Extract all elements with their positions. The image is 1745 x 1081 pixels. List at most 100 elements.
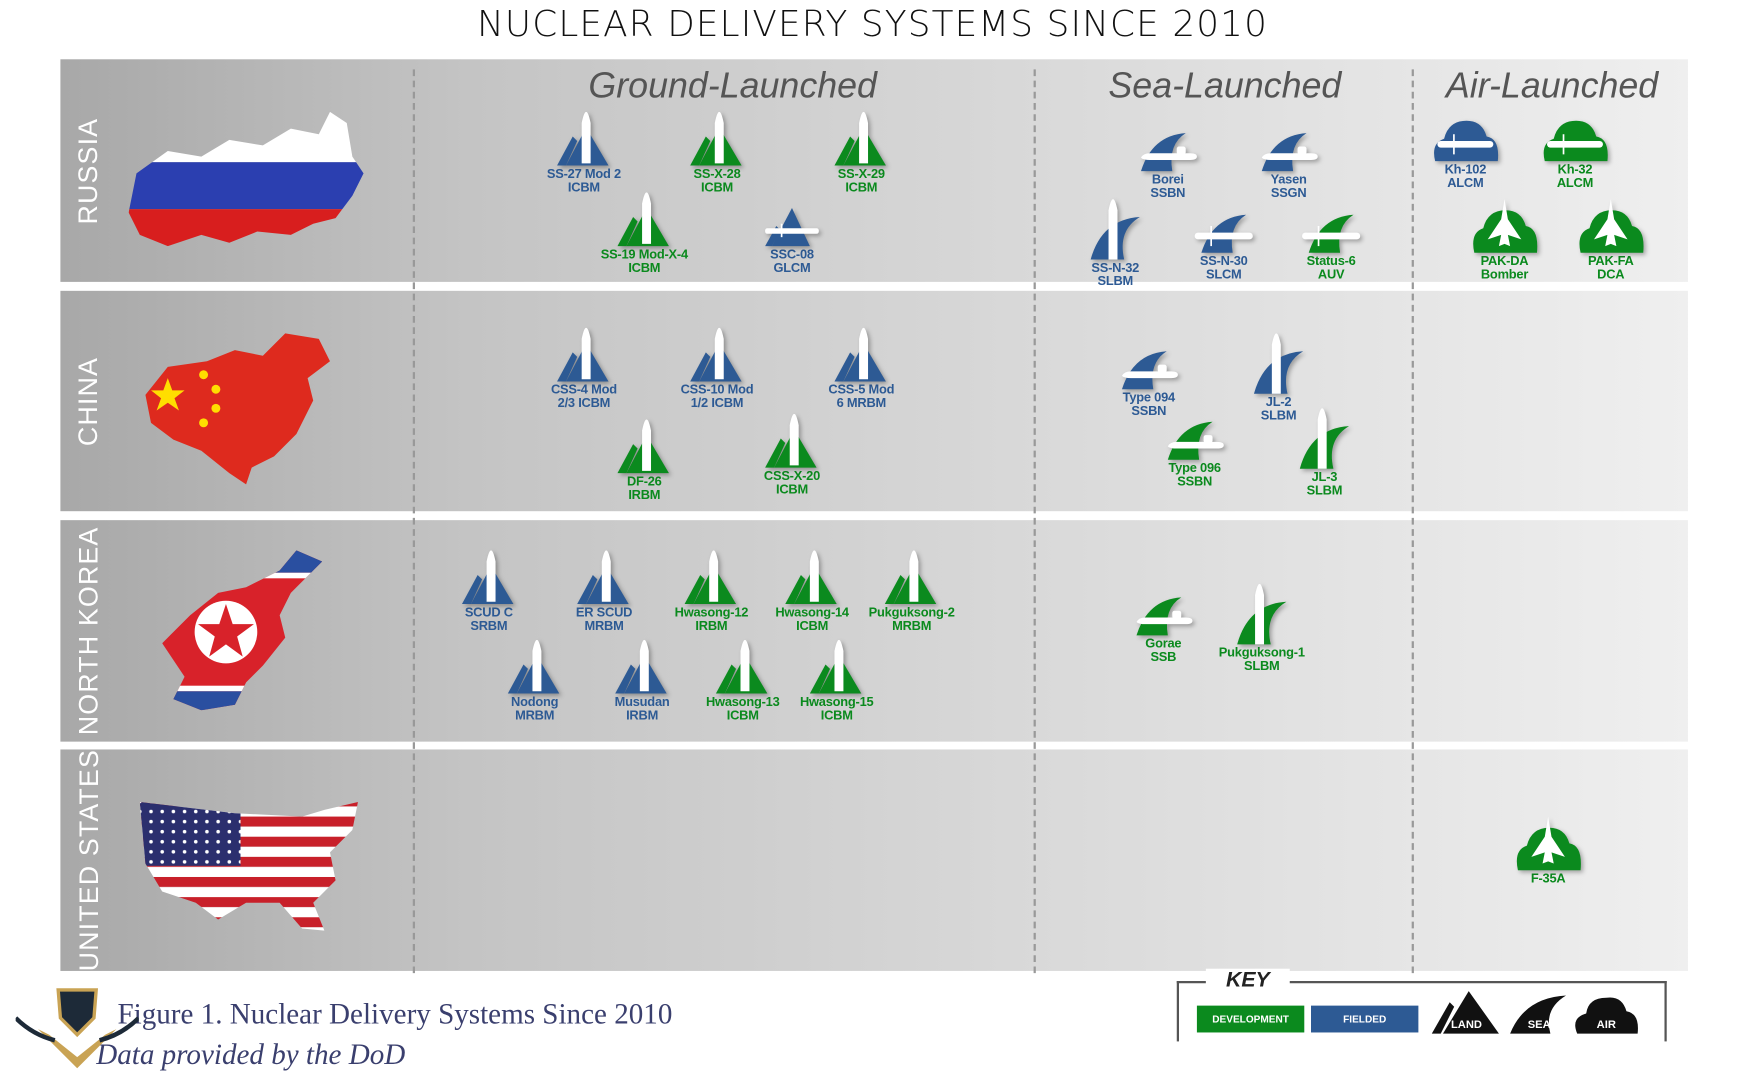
page-title: NUCLEAR DELIVERY SYSTEMS SINCE 2010 [477,2,1268,45]
system-label: 2/3 ICBM [557,397,611,411]
system-label: SSGN [1270,186,1307,201]
country-label: UNITED STATES [65,749,114,972]
sea-submarine-icon [1106,129,1229,174]
land-missile-icon [655,327,778,384]
system-label: Kh-102 [1444,163,1487,177]
system-label: SSBN [1150,186,1186,201]
system-label: JL-3 [1311,470,1338,485]
land-missile-icon [800,111,923,168]
figure-source: Data provided by the DoD [96,1038,406,1071]
system-label: IRBM [626,709,659,723]
air-cruise-missile-icon [1513,119,1636,164]
system-label: Pukguksong-2 [868,606,955,620]
country-name: UNITED STATES [73,749,105,972]
sea-missile-icon [1054,199,1177,262]
legend-fielded: FIELDED [1310,1005,1419,1033]
air-cruise-missile-icon [1404,119,1527,164]
legend-title: KEY [1205,968,1290,994]
system-label: ICBM [628,261,661,276]
system-label: SSBN [1177,475,1213,489]
land-missile-icon [427,550,550,606]
system-label: SLBM [1306,484,1343,498]
row-china [60,290,1688,512]
land-missile-icon [583,192,706,248]
legend-air-label: AIR [1596,1019,1616,1032]
divider [412,69,416,974]
row-north-korea [60,520,1688,742]
system-label: ALCM [1556,176,1594,191]
land-missile-icon [522,327,645,384]
system-label: SSB [1150,651,1177,665]
system-label: IRBM [628,488,661,503]
system-label: ICBM [775,483,808,497]
land-missile-icon [850,550,973,606]
land-missile-icon [522,111,645,168]
sea-icon [1510,995,1567,1034]
land-cruise-missile-icon [730,201,853,248]
column-air: Air-Launched [1445,64,1659,106]
air-aircraft-icon [1487,816,1610,873]
country-label: CHINA [65,291,114,511]
system-label: Bomber [1480,268,1529,282]
system-label: CSS-4 Mod [550,383,617,398]
system-label: ALCM [1447,176,1484,191]
china-flag-map [145,333,330,485]
land-missile-icon [650,550,773,606]
system-label: IRBM [695,619,728,634]
system-label: SS-X-28 [693,167,741,182]
cloud-icon [1575,997,1638,1034]
system-label: DCA [1597,268,1625,282]
legend-air: AIR [1571,989,1643,1036]
system-label: SS-19 Mod-X-4 [600,248,688,262]
system-label: MRBM [515,709,555,723]
system-label: Yasen [1270,173,1307,187]
sea-missile-icon [1263,408,1386,471]
column-ground: Ground-Launched [588,64,877,106]
system-label: Kh-32 [1557,163,1593,177]
russia-flag-map [128,111,364,247]
system-label: Nodong [511,695,559,710]
system-label: CSS-X-20 [763,469,821,484]
system-label: CSS-10 Mod [680,383,754,398]
system-label: Gorae [1145,637,1182,652]
country-label: NORTH KOREA [65,520,114,741]
system-label: SSBN [1131,404,1167,419]
divider [1033,69,1036,974]
system-label: CSS-5 Mod [828,383,895,398]
sea-submarine-icon [1133,417,1256,462]
land-missile-icon [730,413,853,470]
legend [1176,981,1667,1042]
sea-submarine-icon [1087,347,1210,392]
land-missile-icon [581,639,704,696]
system-label: SLBM [1097,275,1134,289]
legend-land: LAND [1430,989,1504,1036]
system-label: MRBM [892,619,932,634]
row-united-states [60,749,1688,971]
system-label: DF-26 [626,475,662,489]
watermark-logo [15,988,139,1069]
system-label: ICBM [726,709,759,723]
system-label: ICBM [845,181,878,195]
system-label: ER SCUD [575,606,633,620]
country-name: RUSSIA [73,117,105,224]
system-label: Musudan [614,695,670,710]
figure-caption: Figure 1. Nuclear Delivery Systems Since… [117,997,673,1031]
land-missile-icon [681,639,804,696]
system-label: JL-2 [1265,395,1292,410]
system-label: AUV [1317,268,1345,282]
